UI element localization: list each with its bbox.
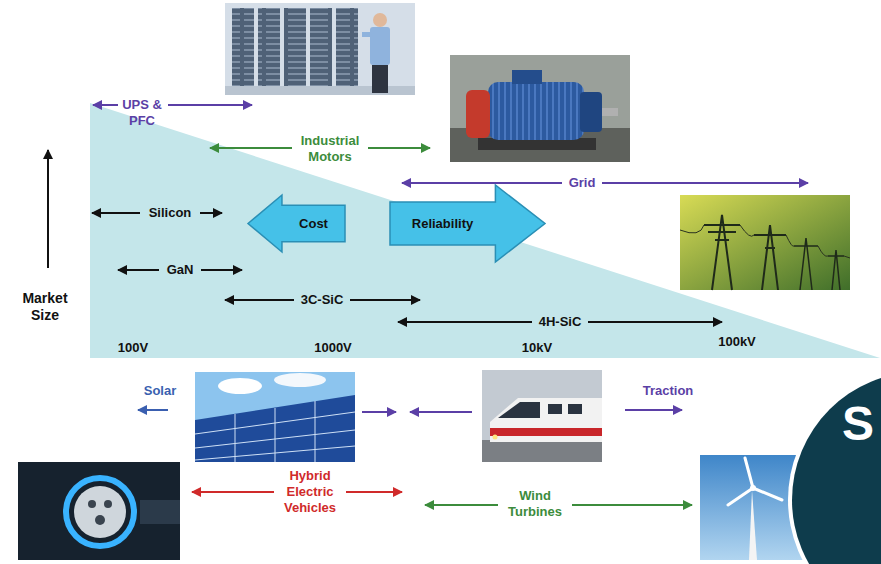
- power-lines-photo: [680, 195, 850, 290]
- range-arrow: [201, 269, 242, 271]
- voltage-label: 100V: [103, 340, 163, 356]
- node-text: Cost: [299, 216, 328, 232]
- application-label: Industrial Motors: [291, 133, 369, 165]
- material-label: 4H-SiC: [530, 314, 590, 330]
- badge-letter: S: [838, 398, 878, 450]
- range-arrow: [368, 147, 430, 149]
- ev-charger-photo: [18, 462, 180, 560]
- motor-photo: [450, 55, 630, 162]
- node-text: Reliability: [412, 216, 473, 232]
- range-arrow: [410, 411, 472, 413]
- corner-badge: [788, 368, 881, 564]
- range-arrow: [93, 104, 118, 106]
- range-arrow: [362, 411, 396, 413]
- range-arrow: [168, 104, 252, 106]
- range-arrow: [92, 212, 140, 214]
- axis-label: Market Size: [15, 290, 75, 324]
- range-arrow: [588, 321, 722, 323]
- voltage-label: 10kV: [507, 340, 567, 356]
- range-arrow: [398, 321, 532, 323]
- cost-arrow: Cost: [248, 195, 345, 252]
- range-arrow: [425, 504, 498, 506]
- material-label: Silicon: [135, 205, 205, 221]
- range-arrows: [48, 105, 808, 505]
- material-label: 3C-SiC: [292, 292, 352, 308]
- application-label: UPS & PFC: [116, 97, 168, 129]
- reliability-arrow: Reliability: [390, 185, 545, 262]
- application-label: Solar: [135, 383, 185, 399]
- range-arrow: [200, 212, 222, 214]
- arrow-outline: [390, 185, 545, 262]
- application-label: Traction: [628, 383, 708, 399]
- voltage-label: 1000V: [303, 340, 363, 356]
- range-arrow: [572, 504, 692, 506]
- range-arrow: [350, 299, 420, 301]
- range-arrow: [225, 299, 294, 301]
- range-arrow: [602, 182, 808, 184]
- material-label: GaN: [158, 262, 202, 278]
- voltage-label: 100kV: [707, 334, 767, 350]
- range-arrow: [625, 409, 682, 411]
- arrow-outline: [248, 195, 345, 252]
- range-arrow: [210, 147, 292, 149]
- range-arrow: [118, 269, 159, 271]
- range-arrow: [346, 491, 402, 493]
- application-label: Wind Turbines: [500, 488, 570, 520]
- voltage-triangle: [90, 103, 880, 358]
- server-room-photo: [225, 3, 415, 95]
- application-label: Grid: [552, 175, 612, 191]
- range-arrow: [402, 182, 562, 184]
- application-label: Hybrid Electric Vehicles: [275, 468, 345, 516]
- range-arrow: [192, 491, 274, 493]
- range-arrow: [138, 409, 168, 411]
- market-size-arrow: [47, 150, 49, 268]
- arrow-shape: [248, 195, 345, 252]
- solar-panel-photo: [195, 372, 355, 462]
- train-photo: [482, 370, 602, 462]
